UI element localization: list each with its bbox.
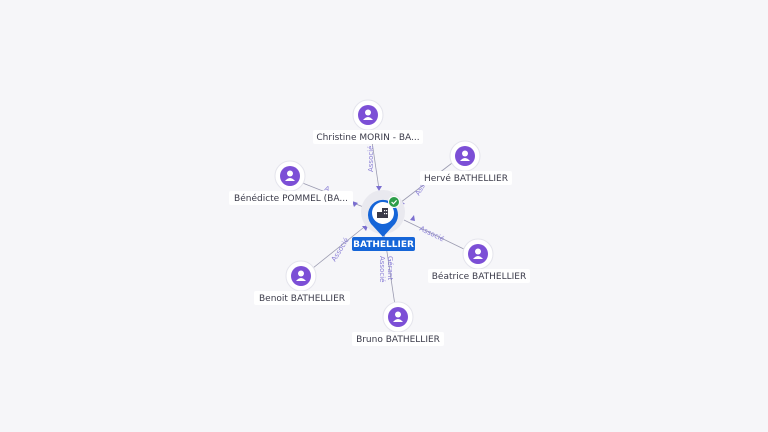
person-node-benoit[interactable]	[285, 260, 317, 292]
person-name: Benoit BATHELLIER	[259, 294, 345, 304]
label-background	[420, 171, 512, 185]
label-bruno[interactable]: Bruno BATHELLIER	[352, 332, 444, 346]
person-body	[296, 278, 306, 281]
edge-label-bruno-line2: Associé	[378, 256, 386, 282]
person-name: Bruno BATHELLIER	[356, 335, 440, 345]
person-node-benedicte[interactable]	[274, 160, 306, 192]
person-name: Christine MORIN - BA...	[316, 133, 419, 143]
edge-label-benoit: Associé	[330, 236, 351, 263]
label-background	[229, 191, 353, 205]
edge-label-christine: Associé	[367, 146, 375, 172]
edge-label-bruno-line1: Gérant	[386, 256, 394, 280]
edge-label-benedicte: A...	[323, 184, 337, 196]
label-herve[interactable]: Hervé BATHELLIER	[420, 171, 512, 185]
person-head	[395, 311, 401, 318]
check-icon	[388, 196, 400, 208]
arrow-christine	[376, 186, 382, 191]
person-body	[285, 178, 295, 181]
person-head	[462, 150, 468, 157]
company-node[interactable]: BATHELLIER	[352, 190, 415, 251]
person-head	[287, 170, 293, 177]
label-christine[interactable]: Christine MORIN - BA...	[313, 130, 423, 144]
person-node-herve[interactable]	[449, 140, 481, 172]
person-name: Béatrice BATHELLIER	[432, 271, 527, 282]
arrow-benoit	[362, 226, 368, 231]
edge-label-beatrice: Associé	[418, 225, 445, 244]
person-name: Bénédicte POMMEL (BA...	[234, 193, 348, 204]
label-background	[352, 332, 444, 346]
arrow-beatrice	[410, 215, 415, 221]
label-background	[254, 291, 350, 305]
person-node-bruno[interactable]	[382, 301, 414, 333]
label-benedicte[interactable]: Bénédicte POMMEL (BA...	[229, 191, 353, 205]
company-label-background	[352, 237, 415, 251]
person-body	[393, 319, 403, 322]
arrow-benedicte	[352, 201, 358, 207]
edge-beatrice	[403, 219, 471, 253]
edge-arrows	[352, 186, 415, 231]
person-head	[365, 109, 371, 116]
company-label: BATHELLIER	[353, 240, 414, 250]
person-head	[475, 248, 481, 255]
label-beatrice[interactable]: Béatrice BATHELLIER	[428, 269, 530, 283]
label-background	[313, 130, 423, 144]
person-head	[298, 270, 304, 277]
building-icon	[377, 208, 388, 218]
person-node-beatrice[interactable]	[462, 238, 494, 270]
person-name: Hervé BATHELLIER	[424, 173, 508, 184]
edge-label-bruno: Gérant Associé	[378, 256, 394, 282]
person-body	[460, 158, 470, 161]
label-background	[428, 269, 530, 283]
person-body	[473, 256, 483, 259]
label-benoit[interactable]: Benoit BATHELLIER	[254, 291, 350, 305]
person-body	[363, 117, 373, 120]
person-labels: Christine MORIN - BA... Hervé BATHELLIER…	[229, 130, 530, 346]
person-node-christine[interactable]	[352, 99, 384, 131]
edge-benoit	[307, 223, 369, 273]
